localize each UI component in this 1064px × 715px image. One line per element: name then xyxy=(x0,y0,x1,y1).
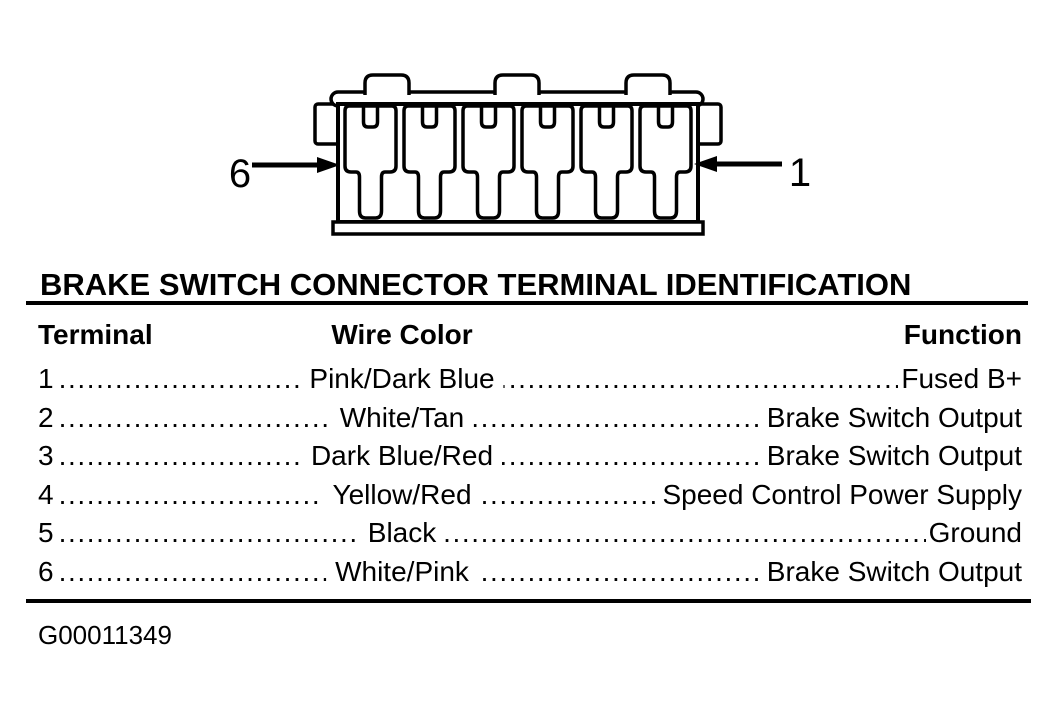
col-header-terminal: Terminal xyxy=(38,319,153,350)
pin-6-label: 6 xyxy=(229,152,251,196)
wire-color: White/Tan xyxy=(330,398,474,437)
terminal-notch xyxy=(597,107,616,129)
terminal-cavities xyxy=(343,104,693,220)
wire-color: Black xyxy=(358,514,446,553)
terminal-function: Brake Switch Output xyxy=(766,440,1022,471)
table-row: 2 White/Tan Brake Switch Output xyxy=(38,398,1022,437)
terminal-number: 3 xyxy=(38,440,54,471)
connector-top-tab xyxy=(363,73,411,95)
table-row: 6 White/Pink Brake Switch Output xyxy=(38,552,1022,591)
wire-color: Pink/Dark Blue xyxy=(300,360,504,399)
wire-color: Yellow/Red xyxy=(323,475,481,514)
table-row: 4 Yellow/Red Speed Control Power Supply xyxy=(38,475,1022,514)
terminal-function: Fused B+ xyxy=(901,363,1022,394)
connector-diagram: 6 1 xyxy=(229,73,811,236)
terminal-notch xyxy=(420,107,439,129)
terminal-notch xyxy=(361,107,380,129)
pin-1-label: 1 xyxy=(789,151,811,195)
col-header-function: Function xyxy=(903,319,1022,350)
title-divider xyxy=(26,301,1028,305)
arrow-left-icon xyxy=(694,156,717,172)
terminal-function: Brake Switch Output xyxy=(766,555,1022,587)
pin-6-arrow xyxy=(252,157,340,173)
terminal-notch xyxy=(538,107,557,129)
table-row: 3 Dark Blue/Red Brake Switch Output xyxy=(38,437,1022,476)
col-header-wire-color: Wire Color xyxy=(331,319,473,350)
terminal-number: 6 xyxy=(38,555,54,587)
table-bottom-divider xyxy=(26,599,1031,603)
wire-color: Dark Blue/Red xyxy=(301,437,503,476)
terminal-notch xyxy=(479,107,498,129)
pin-1-arrow xyxy=(694,156,782,172)
terminal-function: Ground xyxy=(928,517,1022,548)
table-header-row: Terminal Wire Color Function xyxy=(38,321,1022,349)
terminal-cavity xyxy=(579,104,634,220)
terminal-notch xyxy=(656,107,675,129)
table-row: 5 Black Ground xyxy=(38,514,1022,553)
page-title: BRAKE SWITCH CONNECTOR TERMINAL IDENTIFI… xyxy=(40,267,912,302)
connector-bottom-plate xyxy=(331,220,705,236)
terminal-cavity xyxy=(520,104,575,220)
terminal-cavity xyxy=(343,104,398,220)
terminal-cavity xyxy=(638,104,693,220)
terminal-number: 4 xyxy=(38,478,54,510)
connector-top-tab xyxy=(624,73,672,95)
terminal-function: Speed Control Power Supply xyxy=(662,478,1022,510)
terminal-cavity xyxy=(402,104,457,220)
terminal-table: 1 Pink/Dark Blue Fused B+ 2 White/Tan Br… xyxy=(38,360,1022,591)
connector-top-tab xyxy=(493,73,541,95)
dot-leader xyxy=(59,514,926,553)
wire-color: White/Pink xyxy=(326,552,478,591)
terminal-function: Brake Switch Output xyxy=(766,401,1022,433)
table-row: 1 Pink/Dark Blue Fused B+ xyxy=(38,360,1022,399)
terminal-notches xyxy=(361,107,675,129)
terminal-cavity xyxy=(461,104,516,220)
terminal-number: 2 xyxy=(38,401,54,433)
figure-id: G00011349 xyxy=(38,620,172,650)
arrow-right-icon xyxy=(317,157,340,173)
terminal-number: 1 xyxy=(38,363,54,394)
terminal-number: 5 xyxy=(38,517,54,548)
